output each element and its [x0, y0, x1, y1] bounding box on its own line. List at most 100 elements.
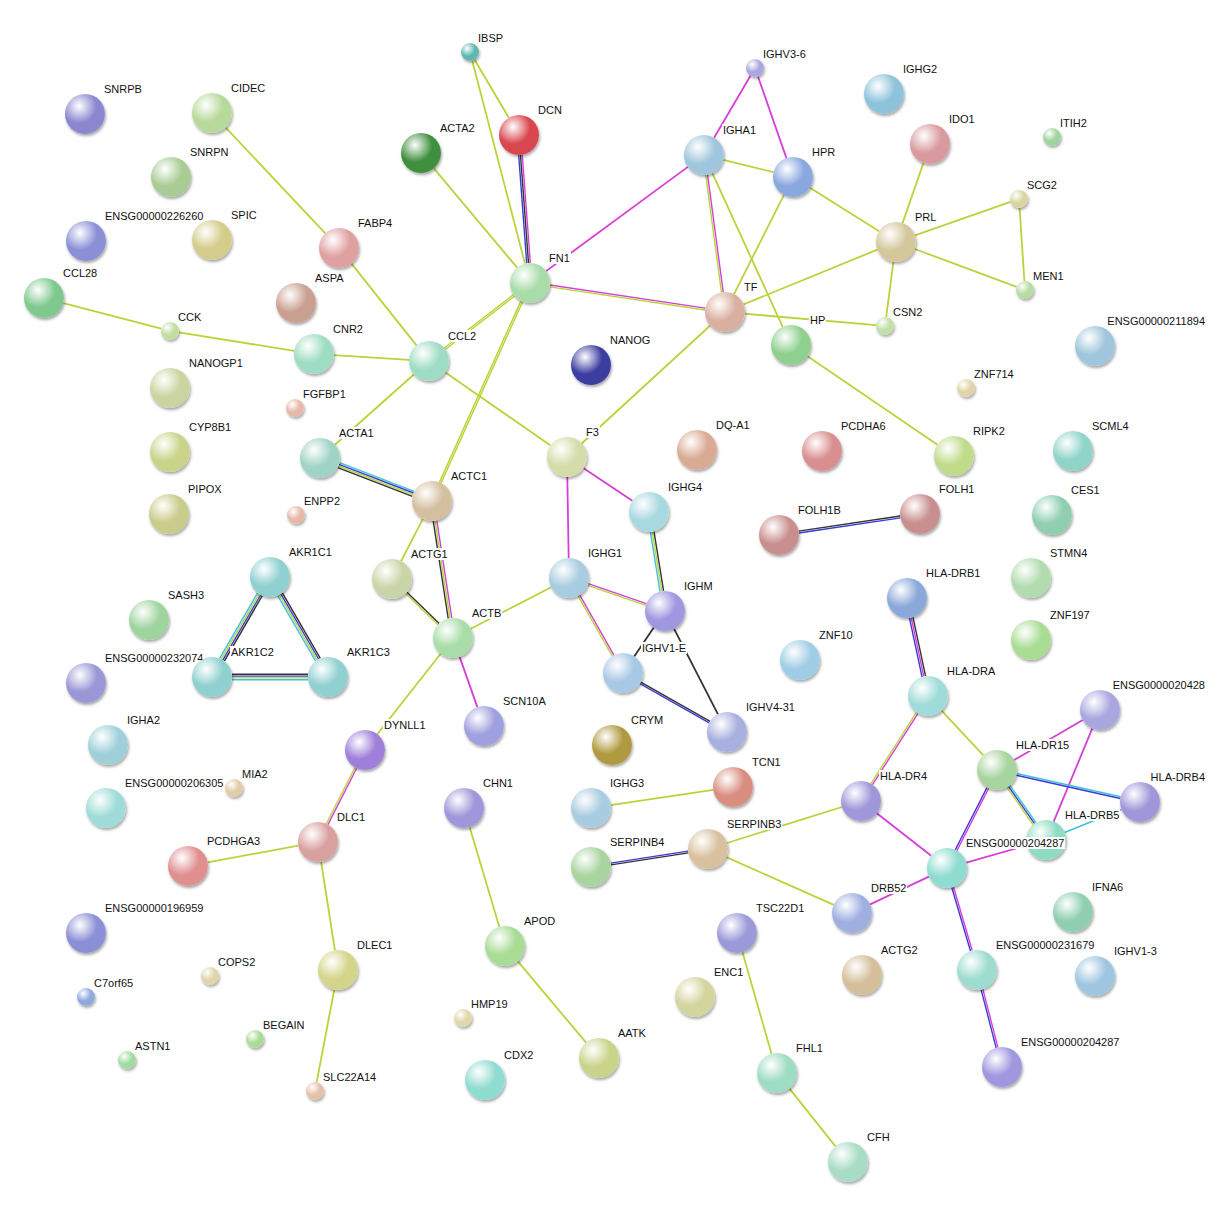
- evidence-line: [789, 1089, 835, 1147]
- interaction-edge: [317, 990, 335, 1083]
- node-label: BEGAIN: [262, 1019, 306, 1031]
- node-label: CCL28: [62, 267, 98, 279]
- node-label: ENC1: [713, 966, 744, 978]
- evidence-line: [435, 521, 450, 618]
- evidence-line: [317, 990, 335, 1083]
- evidence-line: [437, 520, 452, 617]
- node-label: CFH: [866, 1131, 891, 1143]
- node-label: HLA-DRA: [946, 665, 996, 677]
- protein-node: CSN2: [876, 317, 894, 335]
- evidence-line: [799, 516, 900, 531]
- node-label: FOLH1: [938, 483, 975, 495]
- protein-node: ACTG2: [842, 955, 882, 995]
- evidence-line: [338, 466, 413, 495]
- evidence-line: [952, 887, 971, 951]
- protein-node: ACTA2: [401, 133, 441, 173]
- evidence-line: [954, 887, 973, 951]
- node-label: TSC22D1: [755, 902, 805, 914]
- node-label: TF: [743, 281, 758, 293]
- evidence-line: [915, 249, 1017, 287]
- node-label: SERPINB3: [726, 818, 782, 830]
- interaction-edge: [588, 584, 647, 606]
- evidence-line: [981, 990, 996, 1048]
- evidence-line: [518, 961, 586, 1042]
- node-label: SCML4: [1091, 420, 1130, 432]
- protein-node: CRYM: [592, 725, 632, 765]
- evidence-line: [472, 61, 525, 264]
- node-label: DQ-A1: [715, 419, 751, 431]
- protein-node: SCG2: [1010, 190, 1028, 208]
- evidence-line: [519, 155, 527, 263]
- interaction-edge: [567, 477, 568, 558]
- node-label: ENSG00000231679: [995, 939, 1095, 951]
- protein-node: ZNF10: [780, 640, 820, 680]
- interaction-edge: [439, 301, 522, 483]
- evidence-line: [915, 202, 1011, 235]
- protein-node: AATK: [579, 1038, 619, 1078]
- evidence-line: [1008, 786, 1034, 823]
- evidence-line: [909, 618, 922, 677]
- interaction-edge: [434, 168, 517, 267]
- interaction-edge: [1014, 720, 1082, 760]
- evidence-line: [433, 521, 448, 618]
- node-label: CCL2: [447, 330, 477, 342]
- node-label: CSN2: [892, 306, 923, 318]
- interaction-edge: [472, 61, 525, 264]
- protein-node: ENSG0000020428: [1080, 690, 1120, 730]
- node-label: IDO1: [948, 113, 976, 125]
- interaction-edge: [726, 857, 833, 905]
- evidence-line: [584, 468, 633, 501]
- evidence-line: [942, 711, 984, 756]
- evidence-line: [799, 518, 900, 533]
- node-label: APOD: [523, 915, 556, 927]
- interaction-edge: [799, 516, 901, 533]
- protein-node: ENSG00000204287: [927, 848, 967, 888]
- evidence-line: [278, 596, 316, 661]
- node-label: ACTC1: [450, 470, 488, 482]
- interaction-edge: [650, 531, 663, 591]
- protein-node: ENSG00000232074: [66, 663, 106, 703]
- evidence-line: [611, 851, 688, 863]
- protein-node: CDX2: [465, 1060, 505, 1100]
- evidence-line: [334, 355, 409, 360]
- node-label: PIPOX: [187, 483, 223, 495]
- evidence-line: [742, 952, 771, 1054]
- node-label: SCG2: [1026, 179, 1058, 191]
- evidence-line: [321, 862, 335, 950]
- evidence-line: [335, 374, 414, 444]
- evidence-line: [567, 477, 568, 558]
- evidence-line: [913, 617, 926, 676]
- evidence-line: [650, 532, 660, 592]
- node-label: IGHG1: [587, 547, 623, 559]
- protein-node: SERPINB3: [688, 829, 728, 869]
- protein-node: NANOG: [571, 345, 611, 385]
- node-label: HLA-DRB4: [1150, 771, 1206, 783]
- protein-node: ENC1: [675, 977, 715, 1017]
- interaction-edge: [470, 827, 500, 927]
- protein-node: APOD: [485, 926, 525, 966]
- protein-node: HLA-DR15: [977, 750, 1017, 790]
- interaction-edge: [1065, 809, 1122, 832]
- node-label: IGHV3-6: [762, 48, 807, 60]
- evidence-line: [407, 592, 439, 623]
- node-label: ENSG00000204287: [1020, 1036, 1120, 1048]
- protein-node: SNRPN: [151, 157, 191, 197]
- node-label: ENSG00000196959: [104, 902, 204, 914]
- node-label: FN1: [548, 252, 571, 264]
- protein-node: DLEC1: [318, 950, 358, 990]
- node-label: MIA2: [241, 768, 269, 780]
- node-label: SLC22A14: [322, 1071, 377, 1083]
- evidence-line: [339, 464, 414, 493]
- protein-node: DQ-A1: [677, 430, 717, 470]
- evidence-line: [810, 188, 879, 232]
- node-label: DLEC1: [356, 939, 393, 951]
- interaction-edge: [981, 989, 998, 1048]
- protein-node: IGHG1: [549, 558, 589, 598]
- protein-node: IGHG2: [864, 74, 904, 114]
- interaction-edge: [445, 372, 550, 445]
- protein-node: AKR1C2: [192, 657, 232, 697]
- node-label: IGHV1-E: [641, 642, 687, 654]
- protein-node: ENSG00000211894: [1075, 326, 1115, 366]
- protein-node: IGHG4: [629, 492, 669, 532]
- interaction-edge: [734, 195, 784, 294]
